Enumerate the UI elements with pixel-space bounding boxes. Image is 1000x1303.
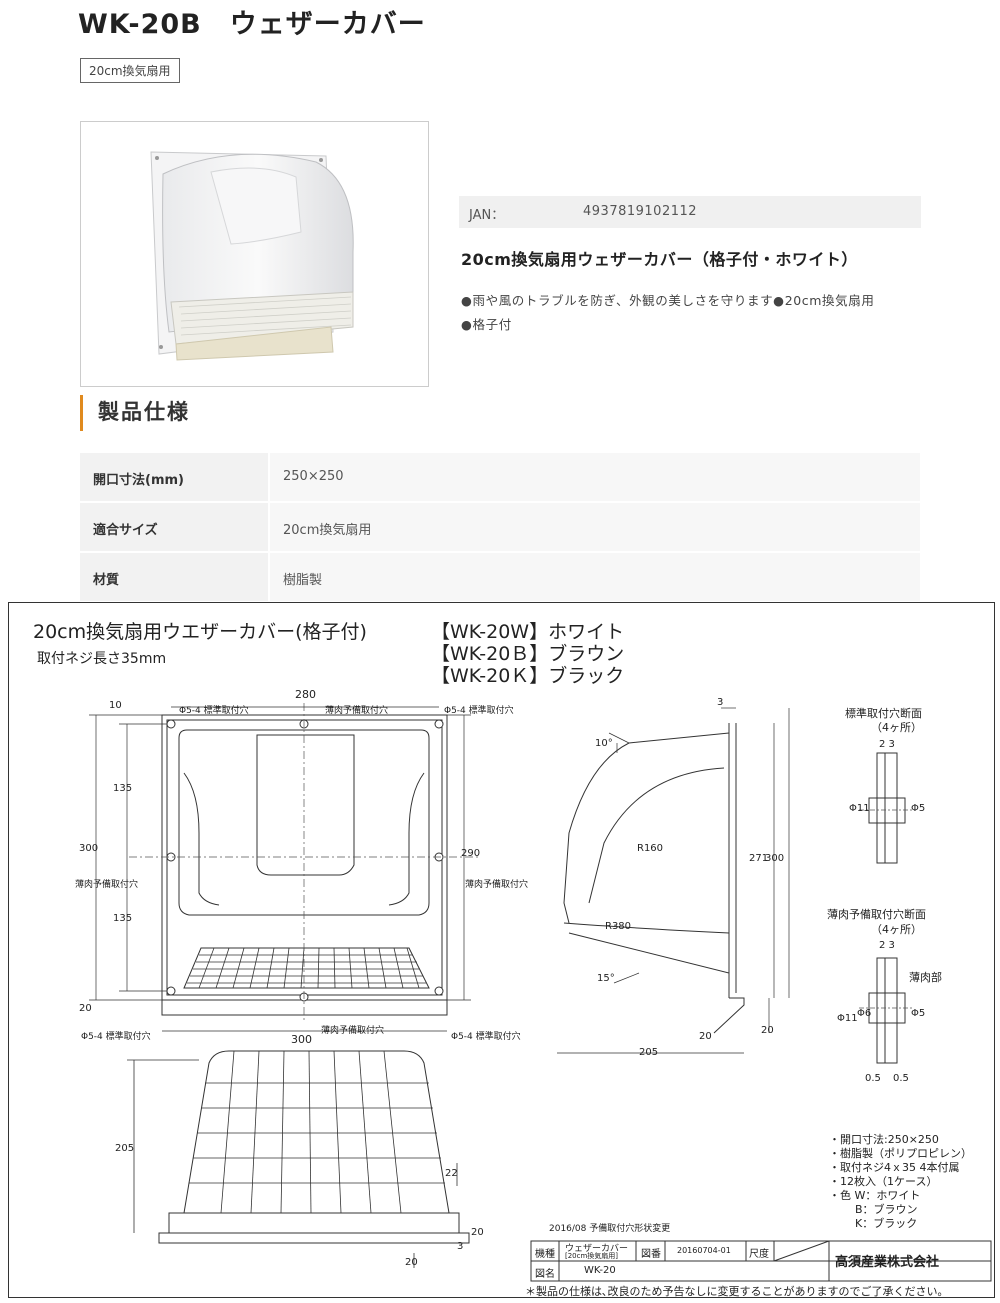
spec-table: 開口寸法(mm) 250×250 適合サイズ 20cm換気扇用 材質 樹脂製 [80,453,920,603]
label-thin-hole-right: 薄肉予備取付穴 [465,880,529,890]
section1-d23: 2 3 [879,739,895,750]
jan-label: JAN： [469,208,505,223]
dim-10: 10 [109,700,122,711]
section2-thin: 薄肉部 [909,971,942,984]
dim-135-a: 135 [113,783,133,794]
section2-d05-b: 0.5 [893,1073,909,1084]
note-5: ・色 W：ホワイト [829,1189,921,1202]
section2-d05-a: 0.5 [865,1073,881,1084]
jan-value: 4937819102112 [583,204,698,219]
label-thin-hole-bottom: 薄肉予備取付穴 [321,1026,385,1036]
spec-value: 樹脂製 [270,553,920,601]
section1-phi5: Φ5 [911,803,926,814]
dim-135-b: 135 [113,913,133,924]
tb-shakudo-label: 尺度 [749,1249,769,1260]
side-dim-3: 3 [717,697,724,708]
page-title: WK-20B ウェザーカバー [78,9,426,40]
tb-zuban-value: 20160704-01 [677,1246,731,1255]
section1-phi11: Φ11 [849,803,870,814]
note-2: ・樹脂製（ポリプロピレン） [829,1147,972,1160]
product-name: 20cm換気扇用ウェザーカバー（格子付・ホワイト） [461,250,858,269]
tb-zuban-label: 図番 [641,1249,661,1260]
section2-phi11: Φ11 [837,1013,858,1024]
side-r380: R380 [605,921,632,932]
drawing-title: 20cm換気扇用ウエザーカバー(格子付) [33,621,367,643]
side-angle-15: 15° [597,973,615,984]
label-std-hole-tr: Φ5-4 標準取付穴 [444,706,514,716]
spec-key: 適合サイズ [80,503,268,551]
label-thin-hole-left: 薄肉予備取付穴 [75,880,139,890]
screw-length: 取付ネジ長さ35mm [37,651,167,667]
section2-count: （4ヶ所） [871,923,922,936]
dim-20-c: 20 [405,1257,418,1268]
spec-key: 開口寸法(mm) [80,453,268,501]
dim-290: 290 [461,848,481,859]
tb-kishu-value2: [20cm換気扇用] [565,1252,619,1260]
footnote: ＊製品の仕様は､改良のため予告なしに変更することがありますのでご了承ください｡ [525,1285,943,1298]
section2-d23: 2 3 [879,940,895,951]
side-r160: R160 [637,843,664,854]
dim-20: 20 [79,1003,92,1014]
note-3: ・取付ネジ4ｘ35 4本付属 [829,1161,960,1174]
dim-3-b: 3 [457,1241,464,1252]
dim-280: 280 [295,688,316,701]
spec-row: 適合サイズ 20cm換気扇用 [80,503,920,553]
note-6: B：ブラウン [855,1203,918,1216]
side-dim-205: 205 [639,1047,659,1058]
tb-kishu-label: 機種 [535,1249,555,1260]
dim-20-b: 20 [471,1227,484,1238]
side-dim-20: 20 [699,1031,712,1042]
dim-300-bottom: 300 [291,1033,312,1046]
variant-white: 【WK-20W】ホワイト [431,621,625,643]
note-4: ・12枚入（1ケース） [829,1175,938,1188]
tb-kishu-value1: ウェザーカバー [565,1244,629,1254]
dim-22: 22 [445,1168,458,1179]
spec-row: 開口寸法(mm) 250×250 [80,453,920,503]
side-angle-10: 10° [595,738,613,749]
label-std-hole-bl: Φ5-4 標準取付穴 [81,1032,151,1042]
dim-205: 205 [115,1143,135,1154]
variant-black: 【WK-20Ｋ】ブラック [431,665,625,687]
tb-company: 高須産業株式会社 [835,1255,940,1270]
tb-zumei-label: 図名 [535,1269,555,1280]
spec-value: 20cm換気扇用 [270,503,920,551]
section2-phi6: Φ6 [857,1008,872,1019]
side-dim-271: 271 [749,853,769,864]
section2-phi5: Φ5 [911,1008,926,1019]
side-dim-300: 300 [765,853,785,864]
side-dim-20-right: 20 [761,1025,774,1036]
variant-brown: 【WK-20Ｂ】ブラウン [431,643,625,665]
spec-value: 250×250 [270,453,920,501]
tb-zumei-value: WK-20 [584,1265,616,1276]
section2-title: 薄肉予備取付穴断面 [827,908,926,921]
product-photo [80,121,429,387]
revision-note: 2016/08 予備取付穴形状変更 [549,1224,671,1234]
section1-count: （4ヶ所） [871,721,922,734]
note-7: K：ブラック [855,1217,918,1230]
feature-line-1: ●雨や風のトラブルを防ぎ、外観の美しさを守ります●20cm換気扇用 [461,293,875,308]
jan-row: JAN： 4937819102112 [459,196,921,228]
label-std-hole-tl: Φ5-4 標準取付穴 [179,706,249,716]
dim-300-left: 300 [79,843,99,854]
spec-row: 材質 樹脂製 [80,553,920,603]
label-std-hole-br: Φ5-4 標準取付穴 [451,1032,521,1042]
spec-heading: 製品仕様 [80,395,190,431]
technical-drawing: 20cm換気扇用ウエザーカバー(格子付) 【WK-20W】ホワイト 【WK-20… [8,602,995,1298]
label-thin-hole-top: 薄肉予備取付穴 [325,706,389,716]
note-1: ・開口寸法:250×250 [829,1133,939,1146]
section1-title: 標準取付穴断面 [845,707,922,720]
feature-line-2: ●格子付 [461,317,512,332]
drawing-lines [89,703,992,1282]
spec-key: 材質 [80,553,268,601]
category-tag[interactable]: 20cm換気扇用 [80,58,180,83]
